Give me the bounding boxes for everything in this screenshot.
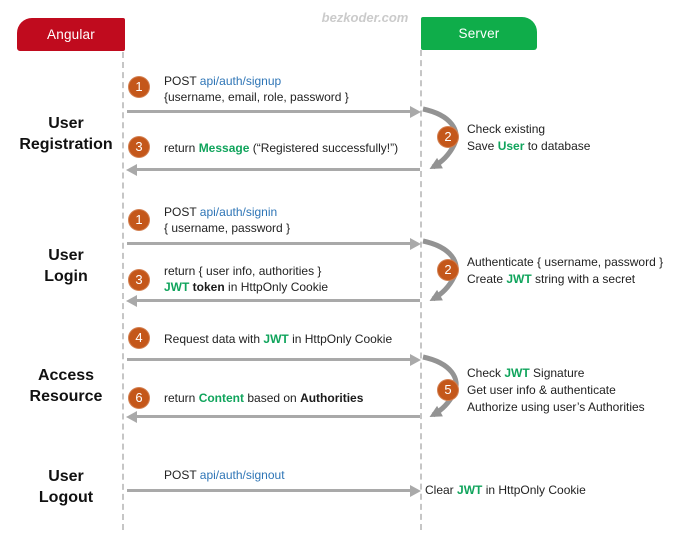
response-message: return Message (“Registered successfully… bbox=[164, 140, 398, 156]
request-message: Request data with JWT in HttpOnly Cookie bbox=[164, 331, 392, 347]
section-label-line: User bbox=[48, 115, 84, 132]
section-label-line: Login bbox=[44, 268, 88, 285]
watermark: bezkoder.com bbox=[321, 10, 409, 25]
server-actor-banner: Server bbox=[421, 17, 537, 50]
message-line: Create JWT string with a secret bbox=[467, 272, 636, 286]
request-arrow bbox=[127, 237, 421, 250]
message-line: Authorize using user’s Authorities bbox=[467, 400, 645, 414]
message-line: Save User to database bbox=[467, 139, 591, 153]
section-label-line: Logout bbox=[38, 489, 94, 506]
request-message: POST api/auth/signout bbox=[164, 467, 285, 483]
section-label-line: Registration bbox=[19, 136, 113, 153]
response-message: return { user info, authorities } JWT to… bbox=[164, 263, 328, 295]
server-note: Authenticate { username, password } Crea… bbox=[467, 254, 663, 288]
message-line: return Content based on Authorities bbox=[164, 391, 364, 405]
step-number: 1 bbox=[128, 76, 150, 98]
message-line: return Message (“Registered successfully… bbox=[164, 141, 399, 155]
message-line: POST api/auth/signup bbox=[164, 74, 282, 88]
step-number: 4 bbox=[128, 327, 150, 349]
server-note: Clear JWT in HttpOnly Cookie bbox=[425, 482, 586, 499]
request-arrow bbox=[127, 353, 421, 366]
server-lifeline bbox=[420, 50, 422, 530]
section-label-logout: User Logout bbox=[10, 466, 122, 508]
message-line: return { user info, authorities } bbox=[164, 264, 322, 278]
response-arrow bbox=[126, 294, 420, 307]
message-line: POST api/auth/signin bbox=[164, 205, 278, 219]
step-number: 2 bbox=[437, 126, 459, 148]
request-arrow bbox=[127, 105, 421, 118]
section-label-registration: User Registration bbox=[10, 113, 122, 155]
step-number: 3 bbox=[128, 136, 150, 158]
message-line: Check existing bbox=[467, 122, 546, 136]
response-arrow bbox=[126, 410, 420, 423]
message-line: Request data with JWT in HttpOnly Cookie bbox=[164, 332, 393, 346]
section-label-line: Resource bbox=[29, 388, 103, 405]
message-line: Get user info & authenticate bbox=[467, 383, 616, 397]
step-number: 1 bbox=[128, 209, 150, 231]
section-label-access: Access Resource bbox=[10, 365, 122, 407]
response-arrow bbox=[126, 163, 420, 176]
server-note: Check existing Save User to database bbox=[467, 121, 590, 155]
section-label-line: User bbox=[48, 468, 84, 485]
section-label-line: Access bbox=[37, 367, 95, 384]
step-number: 5 bbox=[437, 379, 459, 401]
step-number: 2 bbox=[437, 259, 459, 281]
section-label-login: User Login bbox=[10, 245, 122, 287]
request-message: POST api/auth/signin { username, passwor… bbox=[164, 204, 290, 236]
message-line: JWT token in HttpOnly Cookie bbox=[164, 280, 329, 294]
step-number: 3 bbox=[128, 269, 150, 291]
request-arrow bbox=[127, 484, 421, 497]
client-lifeline bbox=[122, 52, 124, 530]
client-actor-banner: Angular bbox=[17, 18, 125, 51]
request-message: POST api/auth/signup {username, email, r… bbox=[164, 73, 349, 105]
response-message: return Content based on Authorities bbox=[164, 390, 363, 406]
server-note: Check JWT Signature Get user info & auth… bbox=[467, 365, 645, 416]
message-line: { username, password } bbox=[164, 221, 291, 235]
step-number: 6 bbox=[128, 387, 150, 409]
message-line: {username, email, role, password } bbox=[164, 90, 349, 104]
section-label-line: User bbox=[48, 247, 84, 264]
message-line: Clear JWT in HttpOnly Cookie bbox=[425, 483, 586, 497]
message-line: Authenticate { username, password } bbox=[467, 255, 664, 269]
message-line: POST api/auth/signout bbox=[164, 468, 285, 482]
message-line: Check JWT Signature bbox=[467, 366, 585, 380]
